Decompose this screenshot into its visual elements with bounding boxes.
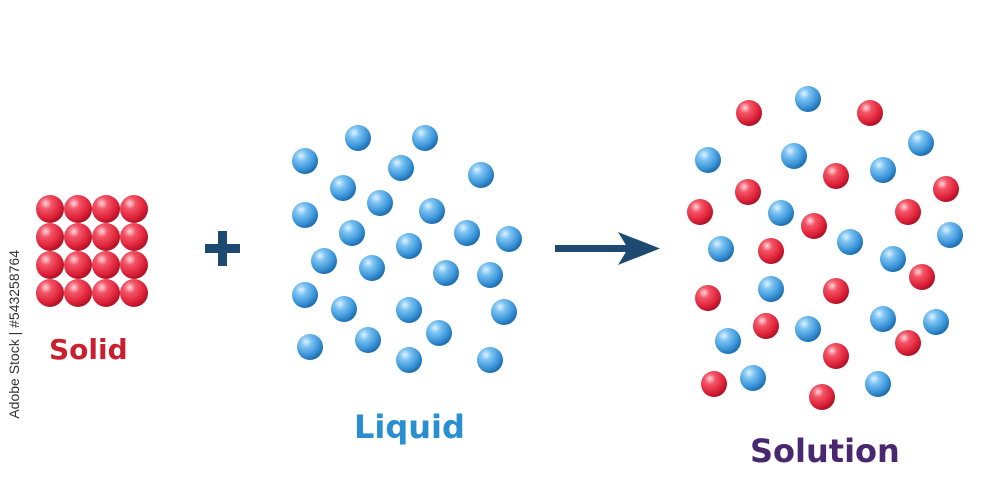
solution-particle-red xyxy=(809,384,835,410)
liquid-particle xyxy=(419,198,445,224)
solid-particle xyxy=(120,279,148,307)
solution-particle-red xyxy=(823,343,849,369)
solution-particle-blue xyxy=(795,316,821,342)
stock-id-watermark: Adobe Stock | #543258764 xyxy=(6,250,26,450)
solution-particle-red xyxy=(695,285,721,311)
solution-particle-blue xyxy=(870,306,896,332)
liquid-particle xyxy=(355,327,381,353)
liquid-particle xyxy=(491,299,517,325)
solution-particle-red xyxy=(736,100,762,126)
liquid-particle xyxy=(297,334,323,360)
liquid-particle xyxy=(396,297,422,323)
liquid-particle xyxy=(426,320,452,346)
solution-particle-red xyxy=(701,371,727,397)
solution-particle-blue xyxy=(865,371,891,397)
solid-particle xyxy=(36,279,64,307)
solution-particle-blue xyxy=(781,143,807,169)
liquid-particle xyxy=(433,260,459,286)
solution-particle-blue xyxy=(758,276,784,302)
liquid-particle xyxy=(396,347,422,373)
liquid-particle xyxy=(292,148,318,174)
solution-particle-blue xyxy=(880,246,906,272)
solution-particles xyxy=(687,86,963,410)
solid-particle xyxy=(64,223,92,251)
solution-particle-blue xyxy=(923,309,949,335)
solution-label: Solution xyxy=(750,432,900,470)
solid-lattice xyxy=(36,195,148,307)
solid-particle xyxy=(36,251,64,279)
liquid-particle xyxy=(292,202,318,228)
solution-particle-red xyxy=(735,179,761,205)
stock-id-text: Adobe Stock | #543258764 xyxy=(6,250,22,419)
solution-particle-red xyxy=(801,213,827,239)
solution-particle-blue xyxy=(695,147,721,173)
liquid-particle xyxy=(477,347,503,373)
solid-label: Solid xyxy=(49,333,128,366)
solution-particle-blue xyxy=(740,365,766,391)
solid-particle xyxy=(92,279,120,307)
solution-particle-red xyxy=(895,330,921,356)
solution-particle-red xyxy=(909,264,935,290)
solution-particle-blue xyxy=(715,328,741,354)
liquid-particle xyxy=(496,226,522,252)
solution-particle-blue xyxy=(937,222,963,248)
liquid-particle xyxy=(311,248,337,274)
solution-particle-red xyxy=(687,199,713,225)
liquid-particle xyxy=(292,282,318,308)
liquid-particle xyxy=(396,233,422,259)
solution-particle-blue xyxy=(870,157,896,183)
solid-particle xyxy=(64,251,92,279)
solid-particle xyxy=(64,279,92,307)
solution-particle-red xyxy=(758,238,784,264)
solution-particle-blue xyxy=(908,130,934,156)
solution-particle-blue xyxy=(768,200,794,226)
solution-particle-red xyxy=(933,176,959,202)
solid-particle xyxy=(92,223,120,251)
liquid-particles xyxy=(292,125,522,373)
solid-particle xyxy=(92,195,120,223)
liquid-particle xyxy=(412,125,438,151)
solution-particle-blue xyxy=(795,86,821,112)
liquid-particle xyxy=(339,220,365,246)
solution-particle-blue xyxy=(708,236,734,262)
liquid-particle xyxy=(477,262,503,288)
liquid-particle xyxy=(331,296,357,322)
liquid-particle xyxy=(330,175,356,201)
liquid-particle xyxy=(345,125,371,151)
liquid-label: Liquid xyxy=(354,408,465,446)
solution-particle-red xyxy=(753,313,779,339)
solution-particle-blue xyxy=(837,229,863,255)
liquid-particle xyxy=(359,255,385,281)
solid-particle xyxy=(64,195,92,223)
liquid-particle xyxy=(468,162,494,188)
arrow-right-icon xyxy=(555,232,660,265)
solid-particle xyxy=(120,251,148,279)
solution-particle-red xyxy=(857,100,883,126)
solid-particle xyxy=(36,223,64,251)
solid-particle xyxy=(120,195,148,223)
solid-particle xyxy=(120,223,148,251)
liquid-particle xyxy=(367,190,393,216)
solution-particle-red xyxy=(823,163,849,189)
solid-particle xyxy=(36,195,64,223)
liquid-particle xyxy=(388,155,414,181)
liquid-particle xyxy=(454,220,480,246)
solution-particle-red xyxy=(823,278,849,304)
solid-particle xyxy=(92,251,120,279)
solution-particle-red xyxy=(895,199,921,225)
plus-icon xyxy=(205,231,240,266)
